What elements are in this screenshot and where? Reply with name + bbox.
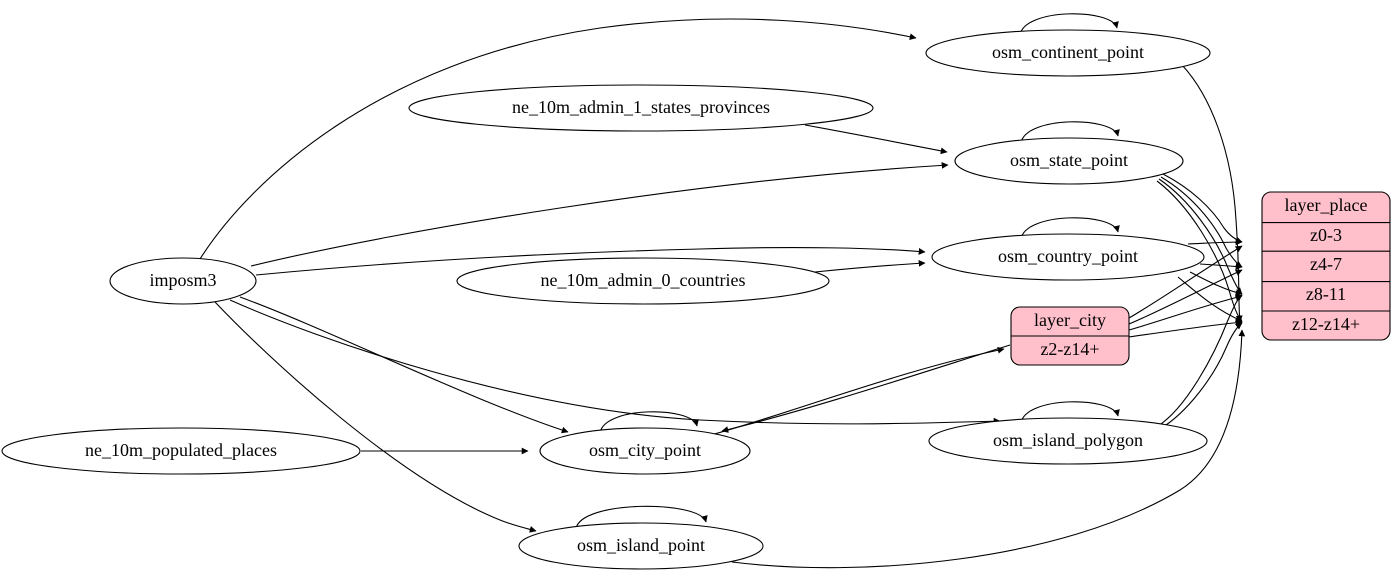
layer_city-row-z2-z14[interactable]: z2-z14+ [1040,339,1099,359]
edge-osm_island_point-to-layer_place-z12-z14 [731,329,1246,569]
edge-osm_state_point-to-layer_place-z0-3 [1162,173,1243,244]
node-osm_continent_point-label: osm_continent_point [992,42,1144,62]
edge-ne_10m_admin_0_countries-to-osm_country_point [814,259,926,273]
node-shape[interactable] [456,257,830,305]
edge-layer [199,13,1246,569]
node-osm_state_point[interactable]: osm_state_point [954,137,1184,185]
node-shape[interactable] [954,137,1184,185]
node-ne_10m_admin_1_states_provinces-label: ne_10m_admin_1_states_provinces [512,97,770,117]
node-osm_continent_point[interactable]: osm_continent_point [925,29,1211,77]
node-ne_10m_admin_0_countries-label: ne_10m_admin_0_countries [541,270,746,290]
node-shape[interactable] [931,233,1205,281]
edge-layer_city-to-layer_place-z4-7 [1128,269,1243,325]
selfloop-osm_state_point [1020,121,1120,144]
node-shape[interactable] [539,427,751,475]
node-shape[interactable] [928,417,1208,465]
node-shape[interactable] [408,84,874,132]
edge-layer_city-to-layer_place-z0-3 [1128,245,1243,319]
edge-osm_state_point-to-layer_place-z12-z14 [1156,180,1243,323]
layer_place-row-z4-7[interactable]: z4-7 [1310,254,1342,274]
edge-osm_city_point-to-layer_city [699,346,1005,439]
edge-layer_city-to-layer_place-z8-11 [1128,294,1243,331]
node-ne_10m_admin_0_countries[interactable]: ne_10m_admin_0_countries [456,257,830,305]
edge-osm_state_point-to-layer_place-z4-7 [1160,176,1243,268]
node-osm_city_point[interactable]: osm_city_point [539,427,751,475]
edge-osm_country_point-to-layer_place-z8-11 [1189,271,1243,296]
node-osm_city_point-label: osm_city_point [589,440,701,460]
node-osm_island_point[interactable]: osm_island_point [518,522,764,570]
record-node-layer_place[interactable]: layer_place z0-3 z4-7 z8-11 z12-z14+ [1261,191,1391,341]
edge-osm_country_point-to-layer_place-z4-7 [1199,263,1243,270]
edge-osm_country_point-to-layer_place-z12-z14 [1177,276,1243,322]
node-osm_island_polygon[interactable]: osm_island_polygon [928,417,1208,465]
edge-osm_island_polygon-to-layer_place-z8-11 [1157,294,1243,427]
layer_place-row-z8-11[interactable]: z8-11 [1306,284,1346,304]
node-osm_island_point-label: osm_island_point [577,535,705,555]
node-shape[interactable] [1,427,361,475]
edge-osm_country_point-to-layer_place-z0-3 [1187,238,1243,246]
edge-layer_city-to-layer_place-z12-z14 [1128,319,1243,338]
record-node-layer_city[interactable]: layer_city z2-z14+ [1010,306,1130,366]
node-osm_country_point[interactable]: osm_country_point [931,233,1205,281]
layer_place-title: layer_place [1285,195,1368,215]
edge-osm_state_point-to-layer_place-z8-11 [1158,178,1243,295]
selfloop-osm_continent_point [1019,13,1119,36]
node-ne_10m_populated_places[interactable]: ne_10m_populated_places [1,427,361,475]
edge-imposm3-to-osm_country_point [255,247,926,276]
node-osm_state_point-label: osm_state_point [1010,150,1128,170]
edge-imposm3-to-osm_continent_point [199,18,917,260]
node-layer: imposm3 ne_10m_admin_1_states_provinces … [1,29,1211,570]
node-shape[interactable] [518,522,764,570]
edge-imposm3-to-osm_island_point [214,301,537,533]
node-osm_island_polygon-label: osm_island_polygon [993,430,1143,450]
edge-osm_continent_point-to-layer_place-z12 [1181,64,1243,323]
node-imposm3-label: imposm3 [149,270,216,290]
edge-imposm3-to-osm_island_polygon [229,299,1001,425]
node-imposm3[interactable]: imposm3 [109,257,257,305]
node-shape[interactable] [925,29,1211,77]
edge-osm_island_polygon-to-layer_place-z12-z14 [1159,322,1243,430]
edge-imposm3-to-osm_city_point [239,296,569,434]
edge-imposm3-to-osm_state_point [250,161,949,267]
node-ne_10m_populated_places-label: ne_10m_populated_places [85,440,277,460]
layer_place-row-z0-3[interactable]: z0-3 [1310,225,1342,245]
node-shape[interactable] [109,257,257,305]
selfloop-osm_country_point [1020,217,1120,240]
selfloop-osm_island_polygon [1020,401,1120,424]
node-ne_10m_admin_1_states_provinces[interactable]: ne_10m_admin_1_states_provinces [408,84,874,132]
node-osm_country_point-label: osm_country_point [998,246,1138,266]
selfloop-osm_city_point [599,411,699,434]
layer_place-row-z12-z14[interactable]: z12-z14+ [1292,314,1360,334]
selfloop-osm_island_point [575,505,708,530]
layer_place-box[interactable] [1261,191,1391,341]
edge-ne_10m_admin_1_states_provinces-to-osm_state_point [804,124,948,155]
layer_city-title: layer_city [1034,310,1106,330]
